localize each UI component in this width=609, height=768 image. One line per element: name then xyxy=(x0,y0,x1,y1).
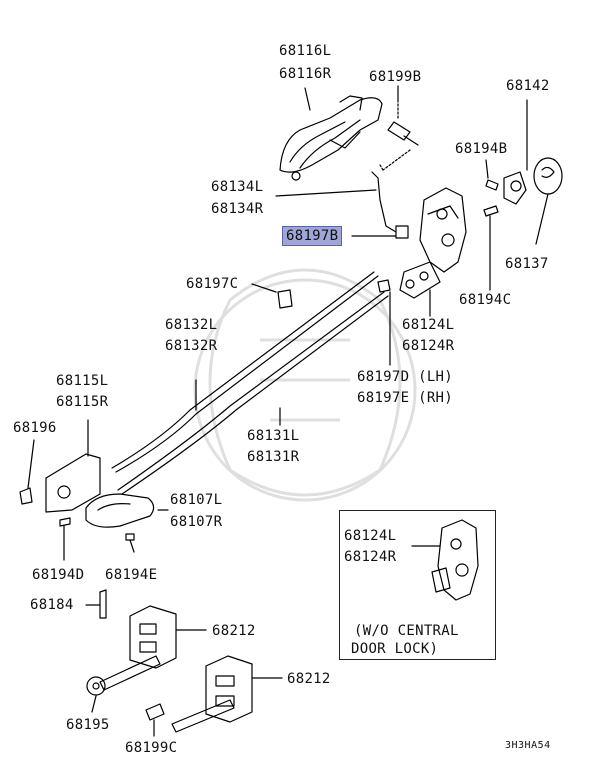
label-68194e[interactable]: 68194E xyxy=(105,567,158,583)
clip-68196 xyxy=(19,439,35,505)
inset-label-68124l[interactable]: 68124L xyxy=(344,528,397,544)
label-68199b[interactable]: 68199B xyxy=(369,69,422,85)
label-68116l[interactable]: 68116L xyxy=(279,43,332,59)
door-latch-68124 xyxy=(399,187,467,317)
label-68132l[interactable]: 68132L xyxy=(165,317,218,333)
label-68124l[interactable]: 68124L xyxy=(402,317,455,333)
washer-68195 xyxy=(86,676,106,713)
label-68115r[interactable]: 68115R xyxy=(56,394,109,410)
clip-68197b xyxy=(351,225,409,239)
diagram-code: 3H3HA54 xyxy=(505,740,551,751)
door-check-68212-lower xyxy=(171,655,283,733)
label-68116r[interactable]: 68116R xyxy=(279,66,332,82)
bolt-68199c xyxy=(145,703,165,737)
label-68134r[interactable]: 68134R xyxy=(211,201,264,217)
label-68184[interactable]: 68184 xyxy=(30,597,74,613)
label-68199c[interactable]: 68199C xyxy=(125,740,178,756)
clip-68197c xyxy=(251,283,293,309)
label-68137[interactable]: 68137 xyxy=(505,256,549,272)
label-68197b-highlighted[interactable]: 68197B xyxy=(282,226,343,246)
rod-68134 xyxy=(275,171,397,233)
label-68132r[interactable]: 68132R xyxy=(165,338,218,354)
pin-68184 xyxy=(85,589,107,619)
label-68194c[interactable]: 68194C xyxy=(459,292,512,308)
label-68197c[interactable]: 68197C xyxy=(186,276,239,292)
label-68124r[interactable]: 68124R xyxy=(402,338,455,354)
label-68131r[interactable]: 68131R xyxy=(247,449,300,465)
inset-note-line2: DOOR LOCK) xyxy=(351,641,439,657)
outer-door-handle xyxy=(279,95,383,181)
cover-68137 xyxy=(533,157,563,245)
label-68196[interactable]: 68196 xyxy=(13,420,57,436)
inset-box xyxy=(339,510,496,660)
label-68197e[interactable]: 68197E (RH) xyxy=(357,390,454,406)
label-68134l[interactable]: 68134L xyxy=(211,179,264,195)
inset-latch xyxy=(411,519,479,601)
rods-68132-68131 xyxy=(111,271,389,495)
label-68212-lower[interactable]: 68212 xyxy=(287,671,331,687)
screw-68194b xyxy=(485,159,499,191)
label-68142[interactable]: 68142 xyxy=(506,78,550,94)
screw-68194c xyxy=(483,205,499,291)
door-check-68212-upper xyxy=(99,605,207,691)
inset-label-68124r[interactable]: 68124R xyxy=(344,549,397,565)
bolt-68199b xyxy=(387,99,419,146)
inner-handle-68107 xyxy=(85,493,169,528)
clip-68197de xyxy=(377,279,391,366)
label-68131l[interactable]: 68131L xyxy=(247,428,300,444)
label-68212-upper[interactable]: 68212 xyxy=(212,623,256,639)
label-68197d[interactable]: 68197D (LH) xyxy=(357,369,454,385)
inset-note-line1: (W/O CENTRAL xyxy=(354,623,459,639)
label-68194b[interactable]: 68194B xyxy=(455,141,508,157)
inner-handle-bracket-68115 xyxy=(45,419,101,513)
watermark-logo xyxy=(193,268,417,502)
label-68115l[interactable]: 68115L xyxy=(56,373,109,389)
label-68107r[interactable]: 68107R xyxy=(170,514,223,530)
striker-68142 xyxy=(503,99,528,205)
label-68195[interactable]: 68195 xyxy=(66,717,110,733)
label-68194d[interactable]: 68194D xyxy=(32,567,85,583)
screw-68194e xyxy=(125,533,135,553)
screw-68194d xyxy=(59,517,71,561)
label-68107l[interactable]: 68107L xyxy=(170,492,223,508)
